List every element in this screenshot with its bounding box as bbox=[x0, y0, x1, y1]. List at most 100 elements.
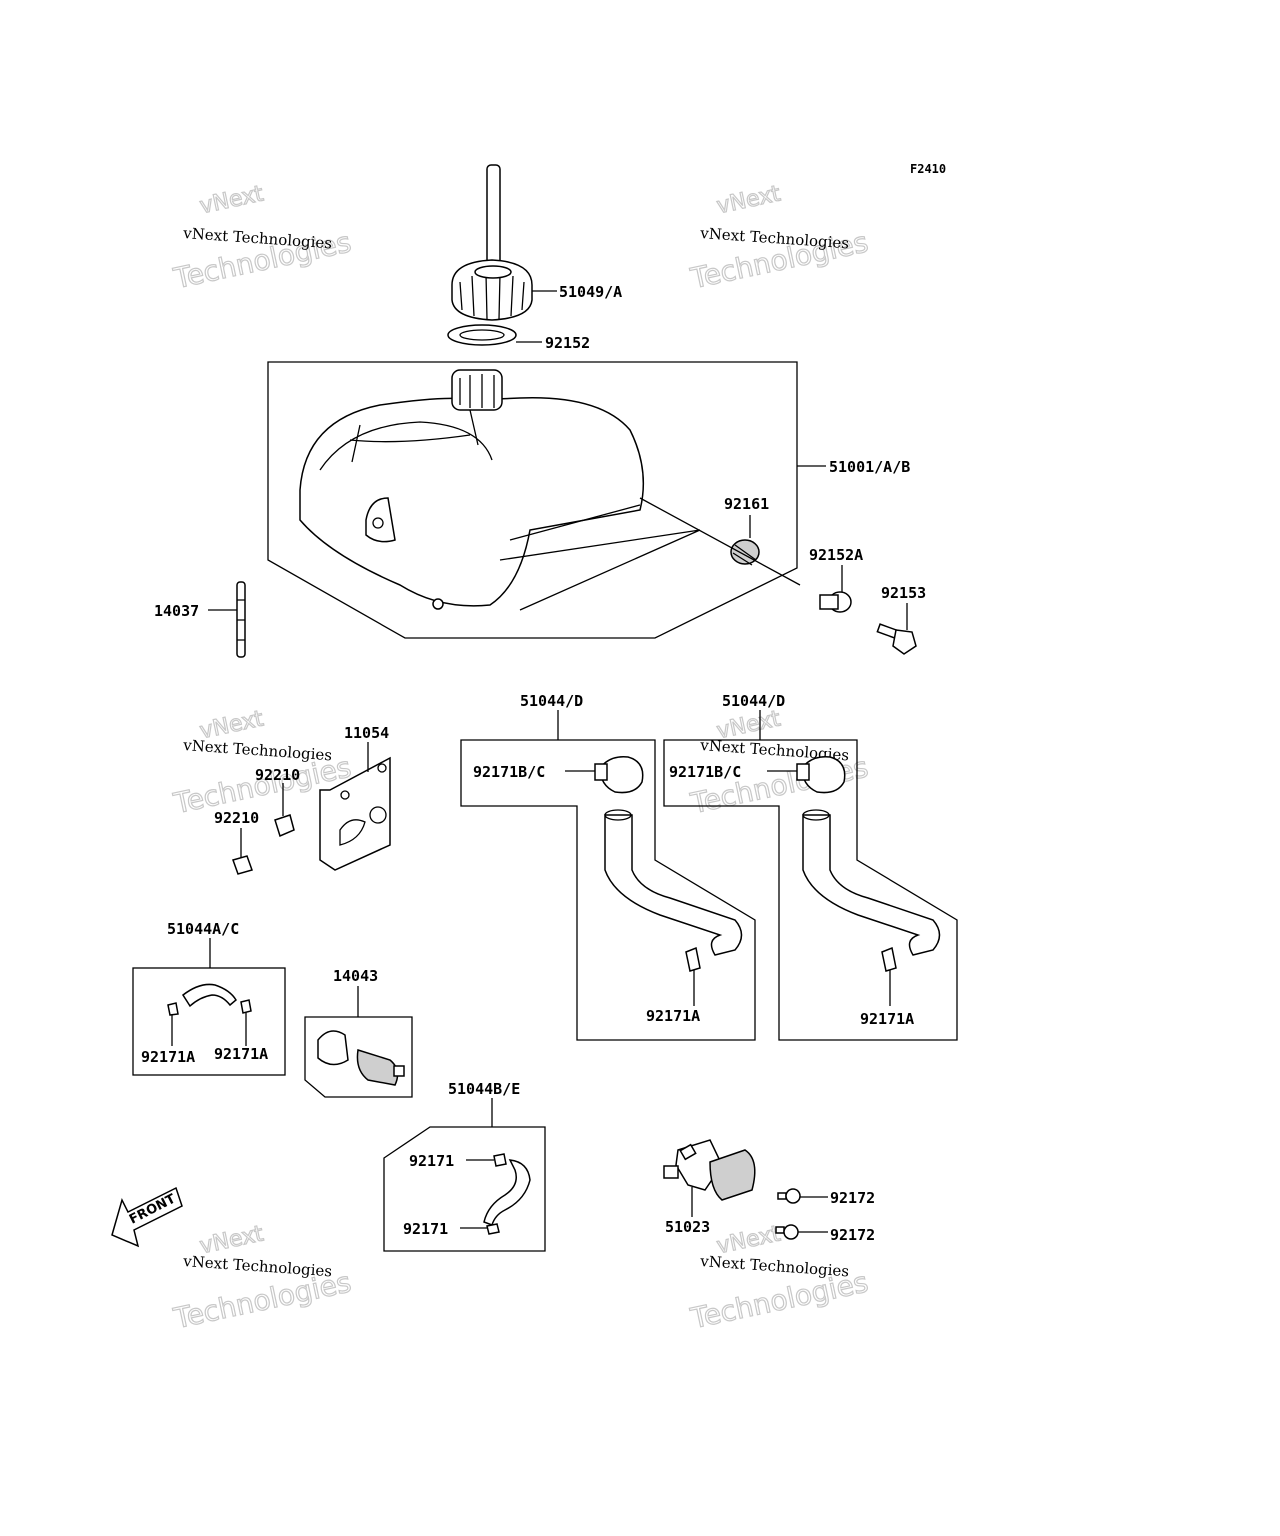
part-label-fuel-cock: 51023 bbox=[665, 1218, 710, 1236]
cap-ribs-shape bbox=[459, 273, 525, 320]
hose-shape bbox=[802, 814, 941, 956]
tank-assembly-frame bbox=[267, 361, 798, 639]
part-label-screw-lower: 92172 bbox=[830, 1226, 875, 1244]
clip-upper-shape bbox=[493, 1153, 507, 1167]
clamp-lower bbox=[232, 855, 253, 875]
part-label-damper: 92161 bbox=[724, 495, 769, 513]
hose-shape bbox=[604, 814, 743, 956]
screw-head-shape bbox=[783, 1224, 799, 1240]
clamp-upper bbox=[274, 814, 295, 838]
hose-assembly-1-parts bbox=[594, 755, 743, 972]
part-label-hose-b-clip-upper: 92171 bbox=[409, 1152, 454, 1170]
clamp-shape bbox=[801, 755, 846, 794]
breather-tube-shape bbox=[486, 164, 501, 276]
collar-shaft-shape bbox=[819, 594, 839, 610]
part-label-cap: 51049/A bbox=[559, 283, 622, 301]
hose-shape bbox=[483, 1159, 531, 1226]
hose-a-frame bbox=[132, 967, 286, 1076]
front-arrow: FRONT bbox=[111, 1186, 183, 1248]
tank-mount-shape bbox=[365, 497, 396, 543]
clamp-end-shape bbox=[594, 763, 608, 781]
tank-body-shape bbox=[299, 397, 645, 607]
part-label-hose-assy-2-clip: 92171A bbox=[860, 1010, 914, 1028]
filter-ring-shape bbox=[317, 1030, 349, 1066]
part-label-hose-a: 51044A/C bbox=[167, 920, 239, 938]
damper-ribs-shape bbox=[732, 544, 757, 566]
part-label-hose-b-clip-lower: 92171 bbox=[403, 1220, 448, 1238]
bracket-hole-shape bbox=[377, 763, 387, 773]
hose-b-frame bbox=[383, 1126, 546, 1252]
bracket-hole-shape bbox=[369, 806, 387, 824]
clip-left-shape bbox=[167, 1002, 179, 1016]
clip-shape bbox=[881, 946, 897, 972]
part-label-hose-assy-2-clamp: 92171B/C bbox=[669, 763, 741, 781]
part-label-tube: 14037 bbox=[154, 602, 199, 620]
bracket-plate-shape bbox=[319, 756, 391, 871]
part-label-gasket: 92152 bbox=[545, 334, 590, 352]
hose-assembly-2-parts bbox=[796, 755, 941, 972]
cock-lever-shape bbox=[709, 1149, 756, 1201]
hose-b-parts bbox=[483, 1153, 531, 1235]
clamp-end-shape bbox=[796, 763, 810, 781]
part-label-clamp-lower: 92210 bbox=[214, 809, 259, 827]
hose-assembly-1-frame bbox=[460, 739, 756, 1041]
tank-neck-threads-shape bbox=[459, 374, 495, 408]
clip-right-shape bbox=[240, 999, 252, 1014]
screw-upper bbox=[777, 1188, 801, 1204]
tank-mount-hole-shape bbox=[372, 517, 384, 529]
fuel-filter bbox=[317, 1030, 405, 1086]
screw-head-shape bbox=[785, 1188, 801, 1204]
gasket-inner-shape bbox=[459, 329, 505, 341]
cock-outlet-shape bbox=[663, 1165, 679, 1179]
clamp-upper-shape bbox=[274, 814, 295, 838]
bolt-head-shape bbox=[892, 629, 917, 655]
watermark-top-text: vNext bbox=[715, 181, 783, 219]
part-label-hose-assy-2: 51044/D bbox=[722, 692, 785, 710]
damper bbox=[730, 539, 760, 566]
filter-body-shape bbox=[356, 1049, 399, 1086]
hose-shape bbox=[181, 983, 237, 1008]
hose-end-shape bbox=[604, 809, 632, 821]
tank-neck-shape bbox=[451, 369, 503, 411]
watermark-middle-text: vNext Technologies bbox=[699, 1252, 850, 1280]
hose-assembly-2-frame bbox=[663, 739, 958, 1041]
bracket bbox=[319, 756, 391, 871]
part-label-hose-a-clip-left: 92171A bbox=[141, 1048, 195, 1066]
part-label-clamp-upper: 92210 bbox=[255, 766, 300, 784]
bracket-cutout-shape bbox=[339, 819, 366, 846]
part-label-bracket: 11054 bbox=[344, 724, 389, 742]
filter-outlet-shape bbox=[393, 1065, 405, 1077]
fuel-cock bbox=[663, 1139, 756, 1201]
leader-line bbox=[639, 497, 801, 586]
clamp-shape bbox=[599, 755, 644, 794]
watermark-middle-text: vNext Technologies bbox=[182, 1252, 333, 1280]
cap-top-shape bbox=[474, 265, 512, 279]
fuel-cap bbox=[451, 164, 533, 321]
part-label-hose-assy-1-clamp: 92171B/C bbox=[473, 763, 545, 781]
clip-lower-shape bbox=[486, 1223, 500, 1235]
tube-14037 bbox=[236, 581, 246, 658]
hose-end-shape bbox=[802, 809, 830, 821]
watermark-top-text: vNext bbox=[198, 181, 266, 219]
gasket bbox=[447, 324, 517, 346]
cock-inlet-shape bbox=[679, 1143, 697, 1161]
clamp-lower-shape bbox=[232, 855, 253, 875]
tank-contour-shape bbox=[319, 409, 493, 471]
clip-shape bbox=[685, 946, 701, 972]
part-label-hose-assy-1: 51044/D bbox=[520, 692, 583, 710]
bracket-hole-shape bbox=[340, 790, 350, 800]
filter-frame bbox=[304, 1016, 413, 1098]
gasket-outer-shape bbox=[447, 324, 517, 346]
part-label-hose-assy-1-clip: 92171A bbox=[646, 1007, 700, 1025]
part-label-hose-a-clip-right: 92171A bbox=[214, 1045, 268, 1063]
part-label-bolt: 92153 bbox=[881, 584, 926, 602]
screw-shaft-shape bbox=[775, 1226, 785, 1234]
tube-marks-shape bbox=[237, 599, 245, 641]
bolt bbox=[876, 623, 917, 655]
part-label-filter: 14043 bbox=[333, 967, 378, 985]
fuel-tank bbox=[299, 369, 701, 611]
screw-shaft-shape bbox=[777, 1192, 787, 1200]
part-label-hose-b: 51044B/E bbox=[448, 1080, 520, 1098]
collar bbox=[819, 591, 852, 613]
